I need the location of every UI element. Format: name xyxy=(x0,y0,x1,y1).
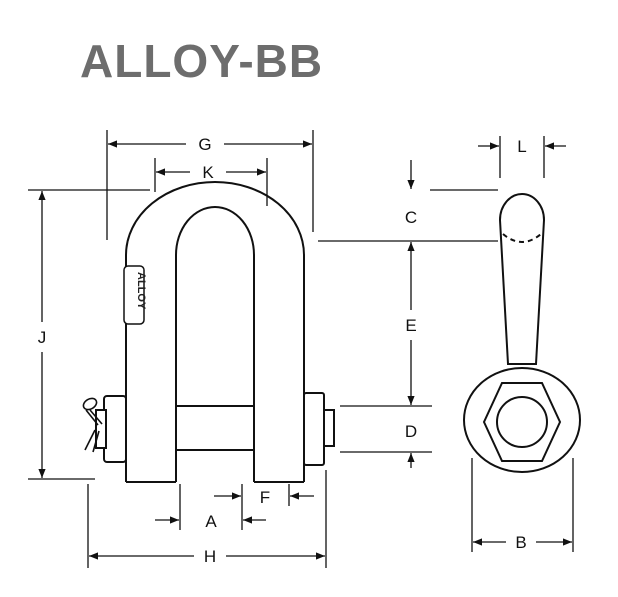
dim-label-f: F xyxy=(260,488,270,507)
product-title: ALLOY-BB xyxy=(80,35,324,87)
shackle-side-view xyxy=(463,193,581,473)
alloy-stamp: ALLOY xyxy=(123,265,147,325)
dim-label-g: G xyxy=(198,135,211,154)
dim-label-l: L xyxy=(517,137,526,156)
dim-label-c: C xyxy=(405,208,417,227)
extension-lines xyxy=(28,130,574,568)
dim-label-b: B xyxy=(515,533,526,552)
dim-label-h: H xyxy=(204,547,216,566)
shackle-bow xyxy=(125,181,305,483)
alloy-stamp-text: ALLOY xyxy=(135,272,147,310)
dim-label-d: D xyxy=(405,422,417,441)
dim-label-j: J xyxy=(38,328,47,347)
dim-label-e: E xyxy=(405,316,416,335)
cotter-pin xyxy=(82,397,103,453)
dim-label-a: A xyxy=(205,512,217,531)
dimension-label-group: G K J C E D L A F H B xyxy=(38,135,527,566)
dimension-lines xyxy=(38,140,572,560)
shackle-bolt xyxy=(95,392,335,466)
dim-label-k: K xyxy=(202,163,214,182)
